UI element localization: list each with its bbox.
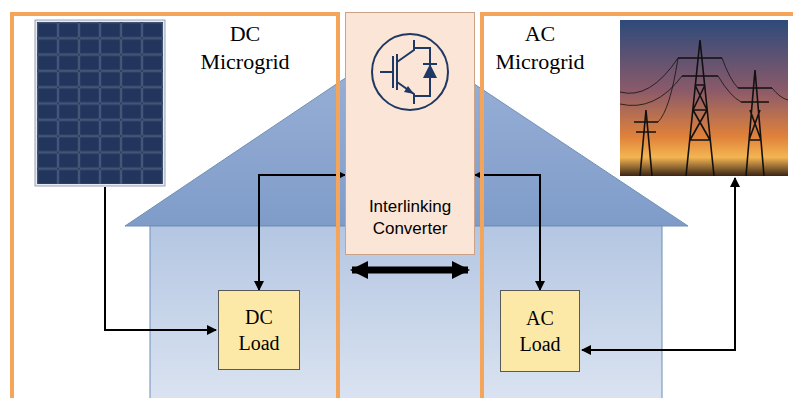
pylons bbox=[620, 40, 788, 176]
pylon-medium bbox=[738, 70, 772, 176]
microgrid-region: DC Microgrid DC Load bbox=[10, 12, 340, 398]
pylon-large bbox=[678, 40, 722, 176]
connector-arrow bbox=[475, 175, 540, 290]
diode-wiring bbox=[414, 48, 430, 96]
box-label: AC Load bbox=[507, 305, 573, 357]
solar-panel-frame bbox=[35, 20, 165, 186]
load-box: DC Load bbox=[218, 290, 300, 370]
transmission-tower-photo bbox=[620, 20, 788, 176]
diode-symbol bbox=[423, 64, 437, 78]
connector-arrow bbox=[259, 175, 345, 290]
solar-panel bbox=[35, 20, 165, 186]
box-label: DC Load bbox=[225, 304, 293, 356]
power-flow-arrow bbox=[352, 267, 468, 274]
power-lines bbox=[620, 58, 788, 122]
emitter-arrow bbox=[404, 86, 414, 94]
load-box: AC Load bbox=[500, 290, 580, 372]
box-label: Interlinking Converter bbox=[352, 196, 468, 240]
igbt-symbol bbox=[372, 34, 448, 110]
region-label: AC Microgrid bbox=[486, 20, 594, 75]
symbol-circle bbox=[372, 34, 448, 110]
pylon-small bbox=[634, 110, 658, 176]
transistor-symbol bbox=[380, 40, 414, 104]
solar-to-load-arrow bbox=[105, 187, 216, 330]
grid-to-load-arrow bbox=[582, 178, 735, 350]
region-label: DC Microgrid bbox=[190, 20, 300, 75]
sunset-sky bbox=[620, 20, 788, 176]
solar-panel-cells bbox=[37, 22, 163, 184]
microgrid-region: AC Microgrid AC Load bbox=[480, 12, 793, 398]
converter-box: Interlinking Converter bbox=[345, 12, 475, 255]
diode-bar bbox=[423, 63, 437, 65]
wires bbox=[105, 178, 735, 350]
